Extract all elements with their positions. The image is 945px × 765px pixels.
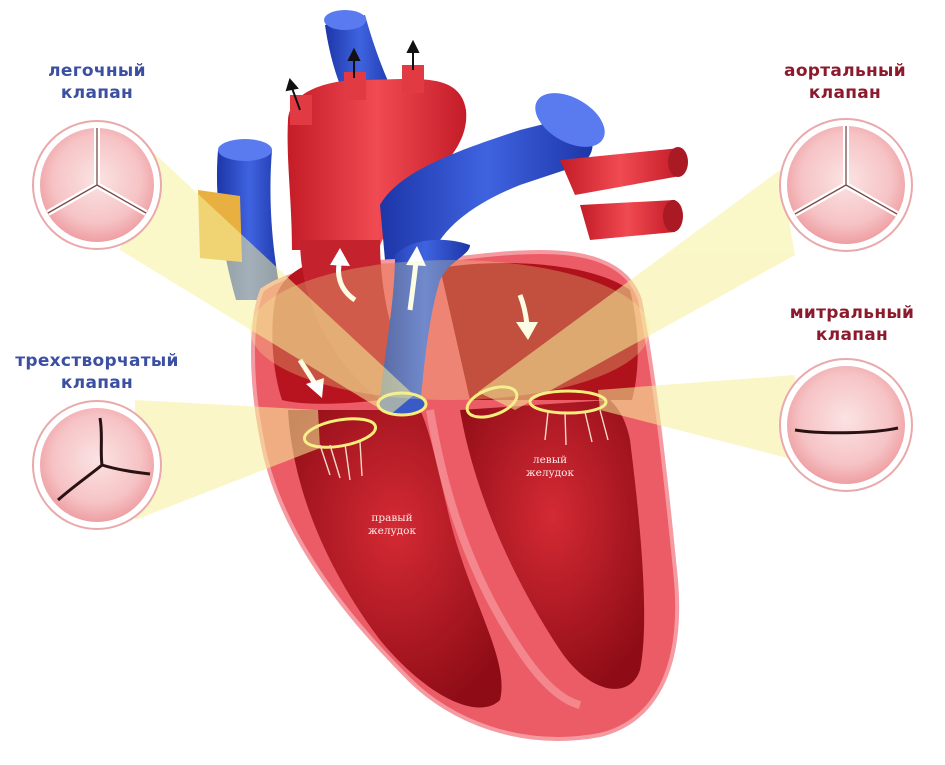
atria-halo [250, 260, 650, 400]
right-ventricle-label-line2: желудок [367, 525, 417, 537]
right-ventricle-chamber [288, 410, 502, 708]
flow-arrow-icon [516, 322, 538, 340]
exit-arrow-icon [406, 39, 420, 53]
aortic-valve-closeup [779, 118, 913, 252]
flow-arrows [297, 246, 538, 398]
pulmonary-vein-right-upper [560, 148, 680, 195]
pulmonary-vein-right-lower [580, 200, 675, 240]
interventricular-septum [426, 409, 582, 709]
pulmonary-artery [380, 119, 593, 260]
brachiocephalic-vein-opening [324, 10, 366, 30]
exit-arrows [285, 39, 420, 111]
tricuspid-valve-label-line1: трехстворчатый [15, 351, 179, 371]
flow-arrow-icon [407, 261, 419, 311]
flow-arrow-icon [330, 248, 350, 266]
left-ventricle-chamber [460, 400, 645, 689]
aortic-valve-label: аортальный клапан [752, 60, 938, 104]
aorta-branch-2 [344, 72, 366, 100]
highlight-beams [120, 140, 795, 520]
left-ventricle-label-line2: желудок [525, 467, 575, 479]
right-ventricle-label-line1: правый [371, 512, 413, 524]
mitral-valve-label: митральный клапан [762, 302, 942, 346]
beam-tricuspid [135, 400, 320, 520]
pulmonary-valve-closeup [32, 120, 162, 250]
pulmonary-valve-label: легочный клапан [20, 60, 174, 104]
tricuspid-valve-label-line2: клапан [60, 373, 134, 393]
pulmonary-valve-label-line1: легочный [48, 61, 146, 81]
tricuspid-valve-closeup [32, 400, 162, 530]
exit-arrow-icon [347, 47, 361, 61]
pulmonary-trunk [380, 239, 470, 405]
flow-arrow-icon [406, 246, 426, 266]
pulmonary-artery-opening [535, 93, 605, 147]
left-ventricle-label-line1: левый [532, 454, 568, 466]
aortic-valve-label-line2: клапан [808, 83, 882, 103]
aortic-arch [287, 78, 467, 250]
right-ventricle-label: правый желудок [352, 512, 432, 538]
mitral-valve-label-line1: митральный [789, 303, 915, 323]
aortic-valve-label-line1: аортальный [784, 61, 906, 81]
pulmonary-vein-right-lower-opening [663, 200, 683, 232]
flow-arrow-icon [306, 378, 324, 398]
exit-arrow-icon [285, 77, 299, 92]
left-ventricle-label: левый желудок [510, 454, 590, 480]
mitral-valve-closeup [779, 358, 913, 492]
aorta-branch-3 [402, 65, 424, 93]
aorta-branch-1 [290, 95, 312, 125]
mitral-valve-label-line2: клапан [815, 325, 889, 345]
pulmonary-valve-label-line2: клапан [60, 83, 134, 103]
beam-pulmonary [120, 140, 414, 415]
chordae-tendineae [319, 409, 609, 481]
beam-mitral [598, 375, 795, 460]
superior-vena-cava-opening [218, 139, 272, 161]
tricuspid-valve-label: трехстворчатый клапан [4, 350, 190, 394]
beam-aortic [478, 170, 795, 410]
pulmonary-vein-right-upper-opening [668, 147, 688, 177]
